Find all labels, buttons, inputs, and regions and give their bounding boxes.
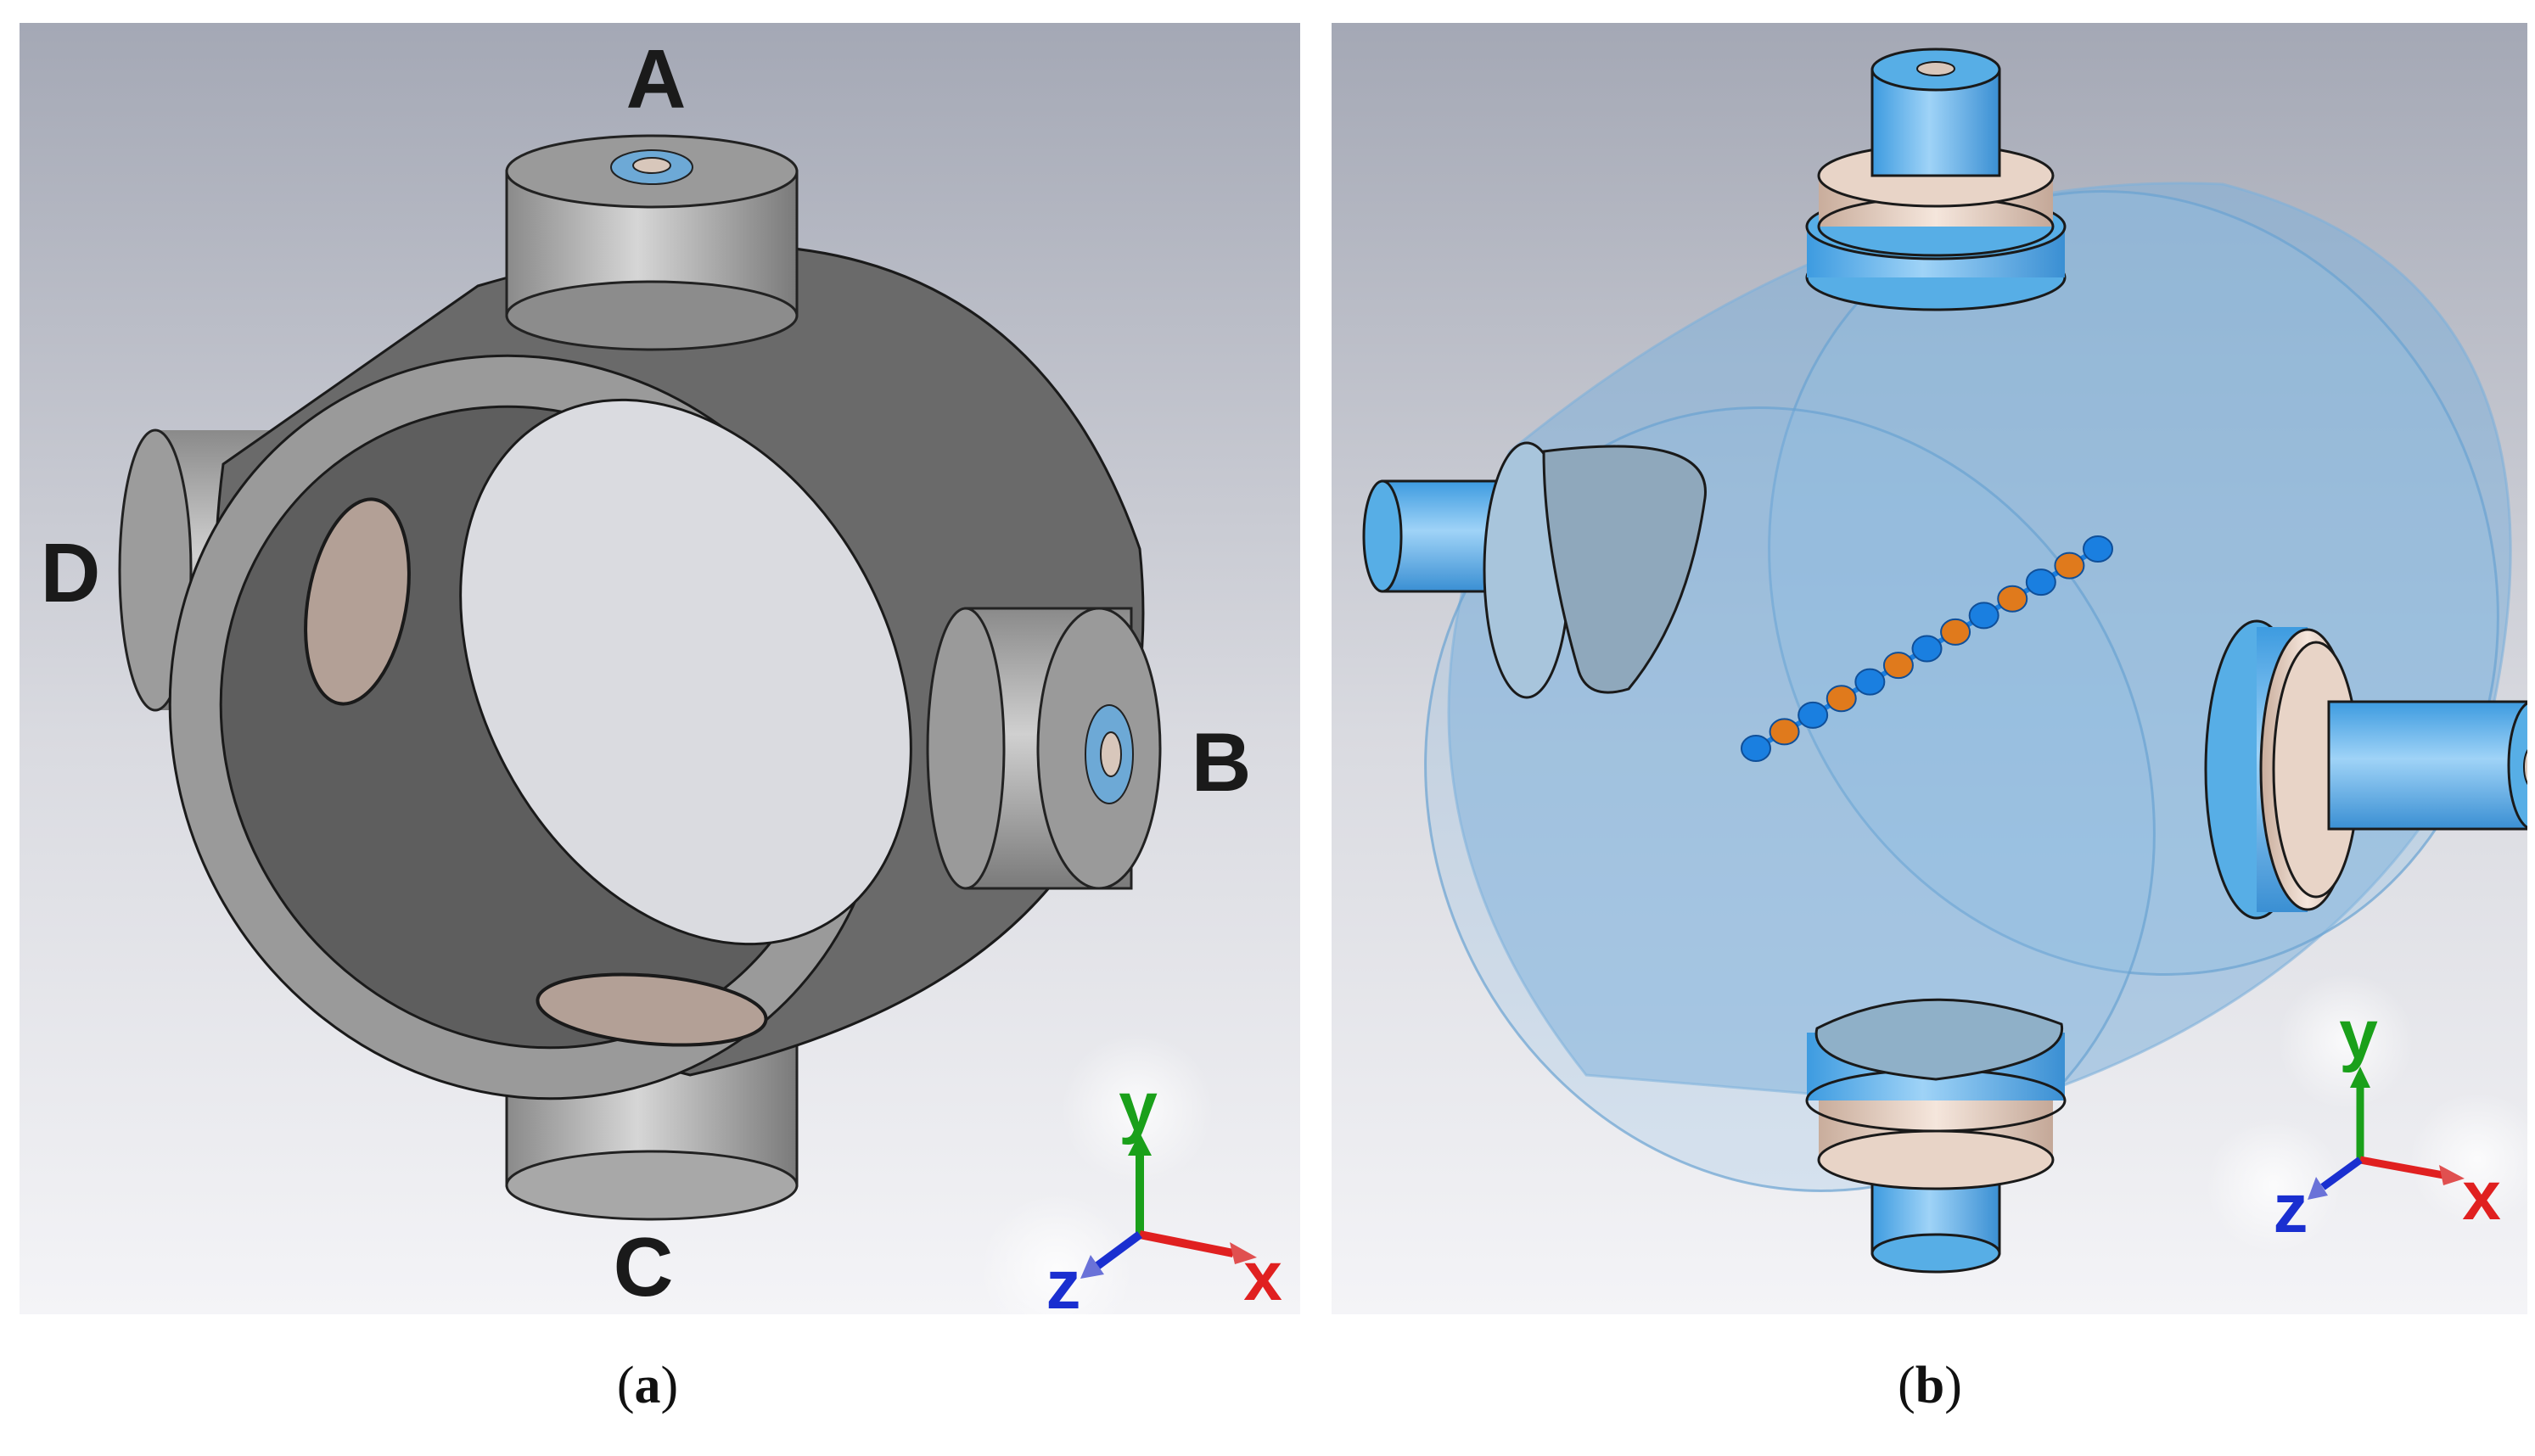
port-a — [505, 134, 799, 351]
axis-x-label: x — [2462, 1157, 2501, 1235]
port-bottom — [1805, 998, 2067, 1274]
bead — [1797, 701, 1829, 729]
bead — [1968, 602, 1999, 630]
caption-a: (a) — [616, 1357, 679, 1414]
port-left — [1362, 441, 1707, 699]
axes-triad: y x z — [2206, 973, 2527, 1253]
bead — [1997, 585, 2028, 613]
panel-b-canvas: y x z — [1332, 23, 2527, 1314]
axes-triad: y x z — [980, 1033, 1282, 1314]
bead — [1769, 718, 1800, 746]
bead — [1854, 668, 1886, 696]
port-label-d: D — [41, 526, 101, 619]
port-b — [926, 607, 1162, 890]
axis-z-label: z — [1046, 1246, 1081, 1314]
bead — [1826, 685, 1857, 713]
axis-x-arrow — [1139, 1230, 1234, 1257]
inner-port-opening-d — [304, 497, 411, 706]
caption-b-letter: b — [1915, 1357, 1945, 1414]
axis-z-label: z — [2274, 1170, 2308, 1247]
port-top — [1805, 48, 2067, 311]
bead — [1741, 735, 1771, 762]
axis-y-label: y — [1119, 1068, 1158, 1145]
port-label-c: C — [614, 1220, 674, 1313]
bead — [2054, 552, 2085, 580]
port-right — [2204, 619, 2527, 920]
panel-a-model-view: A B C D y x z — [20, 23, 1300, 1314]
bead — [2025, 568, 2056, 596]
bead — [1940, 618, 1971, 646]
axis-y-label: y — [2339, 996, 2378, 1073]
panel-a-canvas: A B C D y x z — [20, 23, 1300, 1314]
caption-b: (b) — [1898, 1357, 1962, 1414]
bead — [2083, 535, 2113, 563]
caption-a-letter: a — [634, 1357, 661, 1414]
bead — [1882, 652, 1914, 680]
axis-z-arrow — [2320, 1156, 2363, 1190]
axis-z-arrow — [1095, 1230, 1142, 1270]
axis-x-arrow — [2359, 1156, 2444, 1179]
panel-b-model-view: y x z — [1332, 23, 2527, 1314]
cavity-body — [168, 244, 1145, 1100]
bead-string — [1741, 535, 2113, 762]
bead — [1911, 635, 1943, 663]
inner-port-opening-c — [536, 972, 768, 1047]
port-label-b: B — [1192, 715, 1252, 809]
axis-x-label: x — [1243, 1238, 1282, 1314]
port-label-a: A — [626, 32, 687, 126]
